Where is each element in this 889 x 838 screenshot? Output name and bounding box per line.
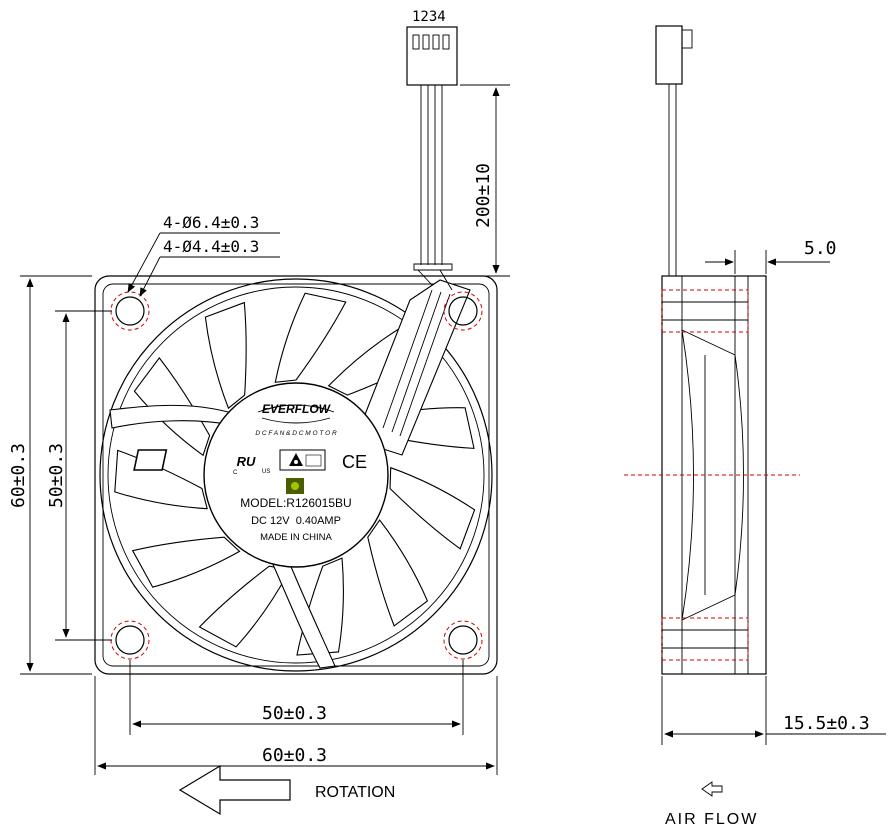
label-model: MODEL:R126015BU bbox=[240, 496, 351, 510]
dim-hole-pitch-width: 50±0.3 bbox=[129, 660, 464, 735]
mounting-hole-bottom-left bbox=[110, 620, 150, 660]
dim-cable-length: 200±10 bbox=[460, 84, 510, 277]
dim-hole-outer-text: 4-Ø6.4±0.3 bbox=[163, 213, 259, 232]
ul-prefix: C bbox=[233, 470, 238, 476]
rotation-caption: ROTATION bbox=[315, 784, 395, 801]
fan-shroud-circle bbox=[99, 278, 493, 672]
airflow-arrow-icon bbox=[701, 781, 723, 797]
fan-blade bbox=[274, 292, 347, 383]
fan-blade bbox=[367, 519, 429, 627]
hub-label: EVERFLOW D C F A N & D C M O T O R RU C … bbox=[133, 402, 367, 543]
dim-outer-width-text: 60±0.3 bbox=[262, 745, 327, 766]
label-origin: MADE IN CHINA bbox=[260, 532, 332, 543]
side-hole-top bbox=[661, 289, 749, 333]
dim-outer-height-text: 60±0.3 bbox=[8, 443, 29, 508]
label-rating: DC 12V 0.40AMP bbox=[251, 515, 341, 527]
dim-hole-inner-text: 4-Ø4.4±0.3 bbox=[163, 237, 259, 256]
dim-outer-width: 60±0.3 bbox=[94, 676, 498, 775]
fan-hub bbox=[203, 382, 389, 568]
dim-thickness: 15.5±0.3 bbox=[661, 676, 886, 745]
fan-blade bbox=[204, 301, 247, 410]
connector-front: 1234 bbox=[406, 9, 458, 291]
svg-text:RU: RU bbox=[237, 454, 256, 469]
front-view: EVERFLOW D C F A N & D C M O T O R RU C … bbox=[94, 275, 498, 675]
strut-bottom bbox=[261, 539, 336, 669]
fan-frame-outline bbox=[94, 275, 498, 675]
tuv-logo bbox=[279, 449, 326, 471]
fan-blade bbox=[131, 536, 241, 588]
label-brand: EVERFLOW bbox=[262, 402, 332, 416]
dim-outer-height: 60±0.3 bbox=[8, 275, 92, 675]
fan-frame-inner bbox=[102, 283, 490, 667]
dim-hole-pitch-height-text: 50±0.3 bbox=[46, 443, 67, 508]
dim-hole-callout: 4-Ø6.4±0.3 4-Ø4.4±0.3 bbox=[127, 213, 280, 297]
mounting-hole-top-right bbox=[443, 291, 483, 331]
dim-cable-length-text: 200±10 bbox=[473, 163, 494, 228]
connector-pins-label: 1234 bbox=[412, 9, 446, 25]
label-ce-mark: CE bbox=[342, 452, 367, 472]
rotation-indicator: ROTATION bbox=[178, 764, 395, 816]
side-hole-bottom bbox=[661, 617, 749, 661]
mounting-hole-top-left bbox=[110, 291, 150, 331]
fan-blade bbox=[389, 466, 476, 550]
airflow-indicator: AIR FLOW bbox=[665, 781, 758, 828]
mounting-hole-bottom-right bbox=[443, 620, 483, 660]
label-subtitle: D C F A N & D C M O T O R bbox=[255, 430, 337, 437]
side-view bbox=[624, 25, 800, 675]
dim-hole-pitch-height: 50±0.3 bbox=[46, 310, 112, 641]
strut-cable-channel bbox=[354, 279, 471, 456]
dim-hole-pitch-width-text: 50±0.3 bbox=[262, 703, 327, 724]
airflow-caption: AIR FLOW bbox=[665, 811, 758, 828]
rotation-arrow-icon bbox=[178, 764, 291, 816]
ul-logo: RU C US bbox=[133, 449, 270, 476]
dim-flange: 5.0 bbox=[705, 238, 837, 274]
ul-mark-us: US bbox=[262, 469, 270, 475]
dim-thickness-text: 15.5±0.3 bbox=[783, 713, 870, 734]
dim-flange-text: 5.0 bbox=[804, 238, 837, 259]
fan-blade bbox=[198, 565, 291, 648]
